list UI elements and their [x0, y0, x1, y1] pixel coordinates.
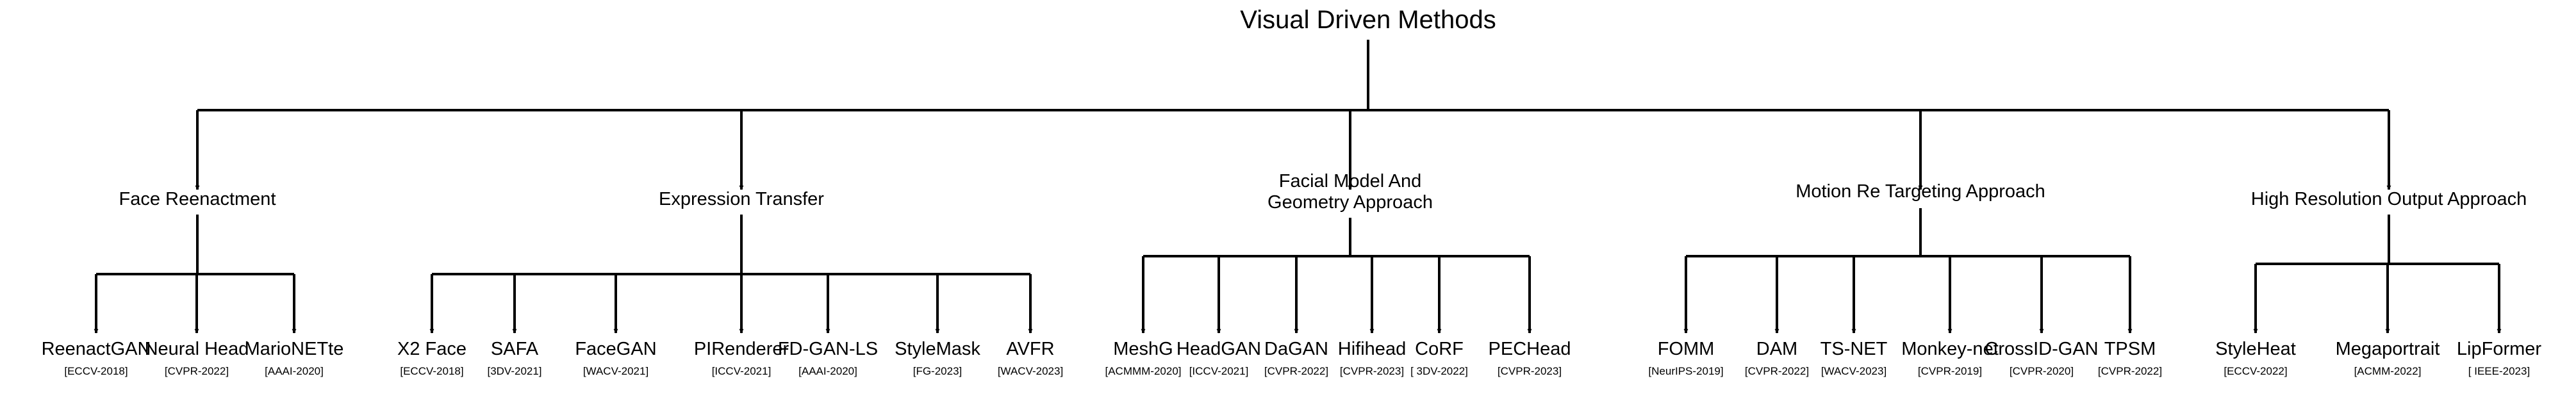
method-venue: [WACV-2021]	[583, 365, 648, 377]
method-venue: [3DV-2021]	[487, 365, 541, 377]
method-name: FOMM	[1658, 339, 1715, 359]
method-venue: [CVPR-2023]	[1498, 365, 1562, 377]
method-name: MeshG	[1113, 339, 1173, 359]
method-venue: [CVPR-2022]	[1745, 365, 1809, 377]
method-name: CrossID-GAN	[1985, 339, 2098, 359]
method-name: Megaportrait	[2336, 339, 2440, 359]
method-venue: [FG-2023]	[913, 365, 962, 377]
method-venue: [ICCV-2021]	[1189, 365, 1249, 377]
method-name: TPSM	[2104, 339, 2156, 359]
method-name: SAFA	[491, 339, 539, 359]
method-venue: [WACV-2023]	[1821, 365, 1887, 377]
method-name: DAM	[1756, 339, 1797, 359]
method-name: FaceGAN	[575, 339, 656, 359]
method-name: Hifihead	[1338, 339, 1406, 359]
method-venue: [AAAI-2020]	[265, 365, 324, 377]
method-venue: [ECCV-2018]	[64, 365, 128, 377]
diagram-nodes: Visual Driven Methods Face ReenactmentRe…	[42, 6, 2542, 377]
category-label-1: Expression Transfer	[659, 189, 824, 209]
method-name: CoRF	[1415, 339, 1464, 359]
method-name: PIRenderer	[694, 339, 789, 359]
method-venue: [ 3DV-2022]	[1410, 365, 1468, 377]
method-venue: [CVPR-2022]	[2098, 365, 2162, 377]
method-venue: [ACMM-2022]	[2354, 365, 2422, 377]
method-name: HeadGAN	[1177, 339, 1261, 359]
method-name: TS-NET	[1821, 339, 1888, 359]
method-venue: [CVPR-2019]	[1918, 365, 1982, 377]
method-name: ReenactGAN	[42, 339, 151, 359]
category-label-3: Motion Re Targeting Approach	[1796, 181, 2045, 202]
method-venue: [CVPR-2022]	[1264, 365, 1328, 377]
method-name: Neural Head	[145, 339, 249, 359]
category-label-4: High Resolution Output Approach	[2251, 189, 2527, 209]
method-name: X2 Face	[397, 339, 466, 359]
method-venue: [ IEEE-2023]	[2468, 365, 2530, 377]
method-venue: [AAAI-2020]	[798, 365, 857, 377]
method-name: PECHead	[1489, 339, 1571, 359]
method-venue: [ICCV-2021]	[712, 365, 772, 377]
method-venue: [ACMMM-2020]	[1105, 365, 1181, 377]
method-venue: [CVPR-2022]	[165, 365, 229, 377]
method-venue: [ECCV-2018]	[400, 365, 463, 377]
category-label-2: Facial Model And	[1279, 171, 1421, 191]
method-name: Monkey-net	[1901, 339, 1999, 359]
method-name: StyleMask	[895, 339, 980, 359]
method-name: LipFormer	[2457, 339, 2541, 359]
method-name: AVFR	[1006, 339, 1054, 359]
method-name: MarioNETte	[245, 339, 344, 359]
method-venue: [NeurIPS-2019]	[1648, 365, 1723, 377]
method-name: FD-GAN-LS	[778, 339, 878, 359]
method-venue: [CVPR-2020]	[2010, 365, 2074, 377]
method-venue: [CVPR-2023]	[1340, 365, 1404, 377]
category-label-0: Face Reenactment	[119, 189, 276, 209]
method-name: StyleHeat	[2215, 339, 2296, 359]
connector-lines	[94, 40, 2502, 334]
method-name: DaGAN	[1264, 339, 1328, 359]
root-title: Visual Driven Methods	[1240, 6, 1496, 34]
category-label-2: Geometry Approach	[1267, 192, 1433, 213]
method-venue: [ECCV-2022]	[2224, 365, 2287, 377]
method-venue: [WACV-2023]	[998, 365, 1063, 377]
